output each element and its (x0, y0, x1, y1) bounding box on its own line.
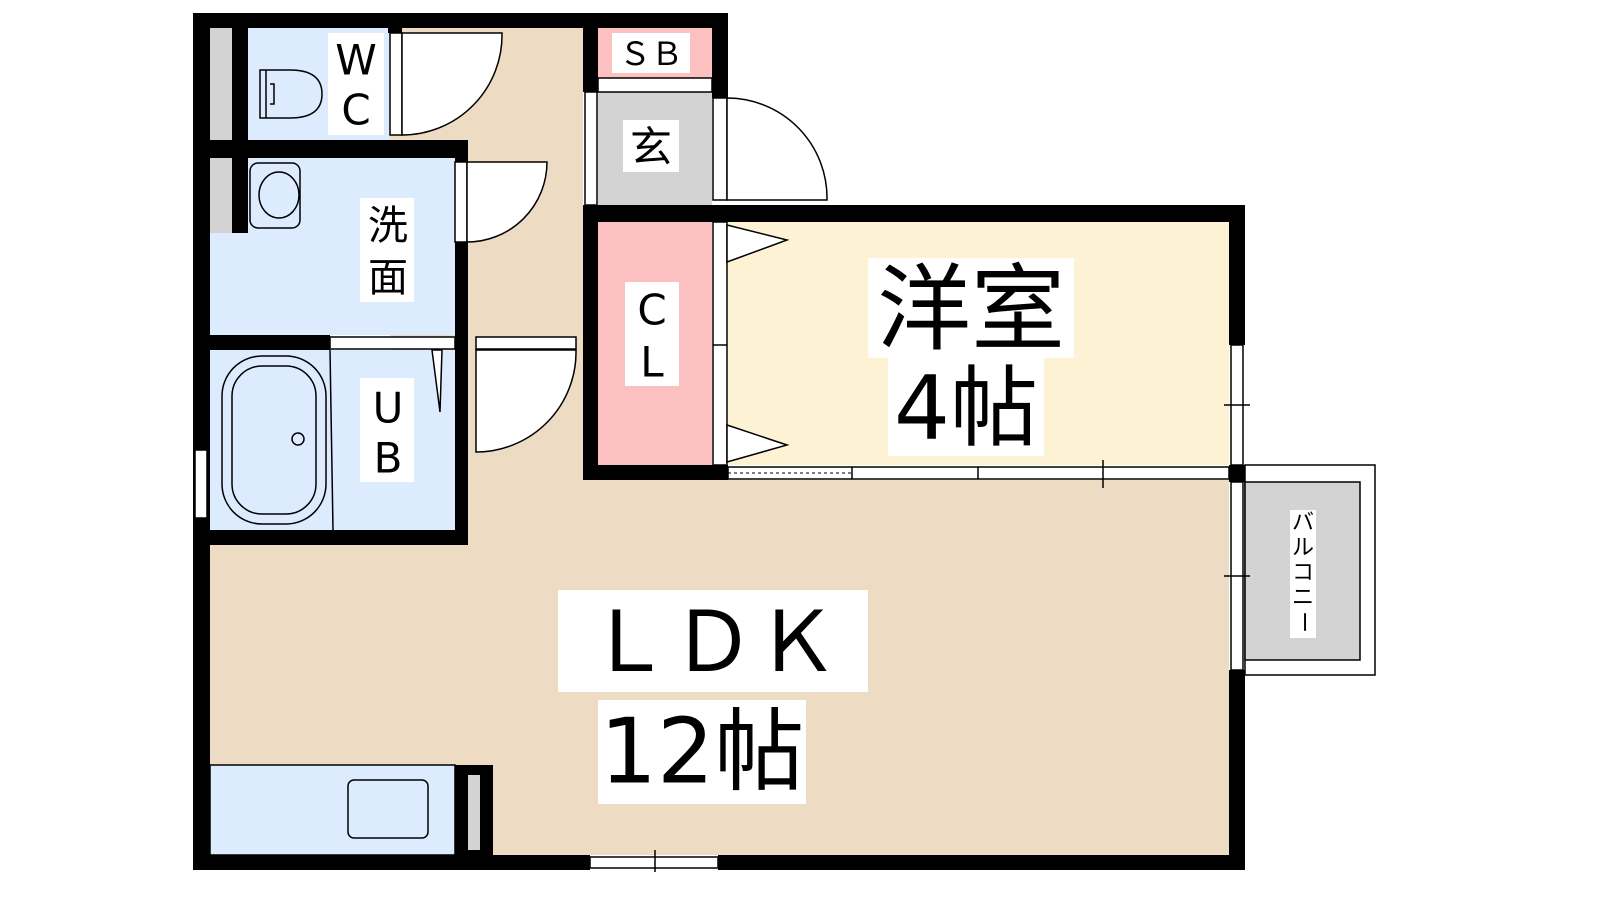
wash-basin (249, 162, 301, 229)
wc-label: W (335, 36, 377, 85)
western-room-size: 4帖 (894, 357, 1038, 460)
shoe-box-label: ＳＢ (619, 35, 683, 73)
balcony-label: バ (1292, 511, 1314, 536)
kitchen-counter (209, 764, 456, 856)
kitchen-panel (468, 775, 480, 850)
doors[interactable] (194, 32, 1250, 872)
balcony-label: コ (1292, 561, 1314, 586)
bathtub (221, 355, 327, 525)
washroom-floor (210, 158, 455, 335)
toilet (259, 69, 323, 119)
walls (193, 13, 1245, 870)
pipe-space (210, 158, 232, 233)
closet-label: L (640, 338, 664, 387)
closet-label: C (637, 286, 666, 335)
balcony-label: ー (1291, 611, 1316, 633)
western-room-label: 洋室 (877, 256, 1065, 365)
ldk-size: 12帖 (600, 700, 805, 805)
entrance-label: 玄 (630, 123, 672, 172)
ldk-label: ＬＤＫ (587, 593, 839, 691)
pipe-space (210, 28, 232, 140)
washroom-label: 洗 (368, 203, 408, 249)
bath-label: B (374, 434, 403, 483)
washroom-label: 面 (368, 255, 408, 301)
balcony-label: ル (1292, 536, 1314, 561)
bath-label: U (373, 384, 404, 433)
wc-label: C (341, 86, 370, 135)
balcony-label: ニ (1292, 586, 1314, 611)
kitchen-sink (347, 779, 429, 839)
